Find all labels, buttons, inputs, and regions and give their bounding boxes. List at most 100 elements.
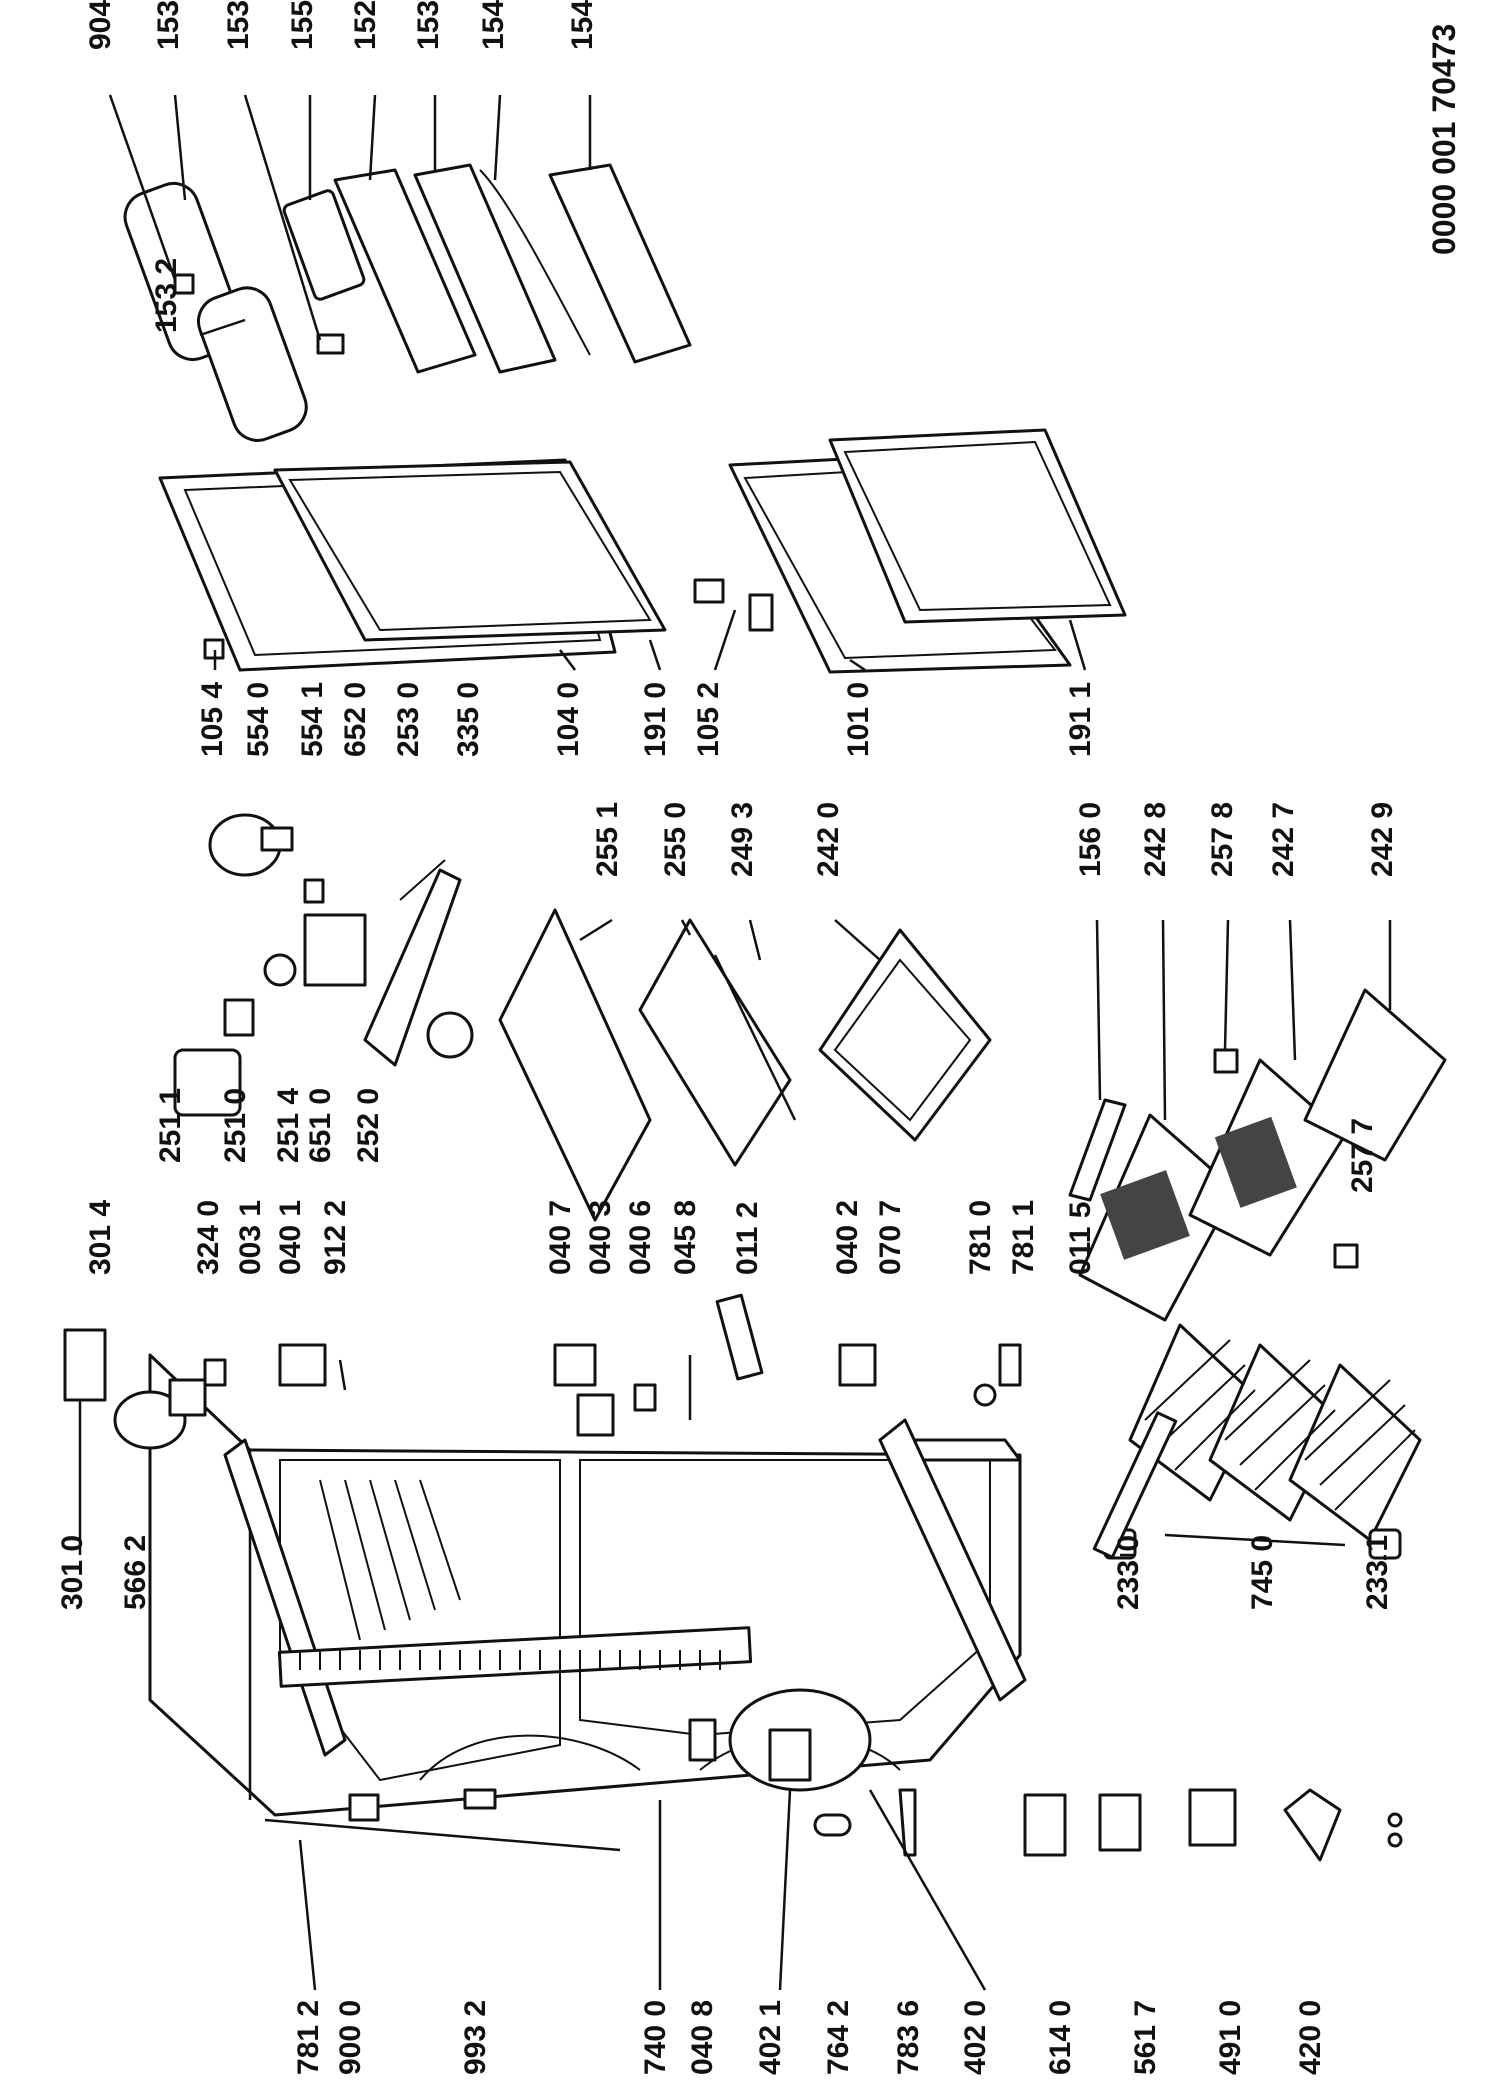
part-label: 156 0 xyxy=(1074,802,1107,877)
part-label: 242 9 xyxy=(1366,802,1399,877)
hinge-washer xyxy=(633,1383,657,1412)
foot-screw xyxy=(973,1383,997,1407)
drier-filter xyxy=(813,1813,852,1837)
part-label: 233 0 xyxy=(1112,1535,1145,1610)
part-label: 251 4 xyxy=(272,1088,305,1163)
part-label: 153 6 xyxy=(222,0,255,50)
part-label: 040 8 xyxy=(686,2000,719,2075)
part-label: 561 7 xyxy=(1129,2000,1162,2075)
part-label: 153 0 xyxy=(152,0,185,50)
hinge-pin xyxy=(748,593,774,632)
glass-shelf xyxy=(638,918,792,1167)
door-shelf-3 xyxy=(548,163,692,364)
part-label: 566 2 xyxy=(119,1535,152,1610)
part-label: 912 2 xyxy=(319,1200,352,1275)
part-label: 554 0 xyxy=(242,682,275,757)
part-label: 253 0 xyxy=(392,682,425,757)
shelf-trim xyxy=(713,954,797,1121)
part-label: 651 0 xyxy=(304,1088,337,1163)
overload-protector xyxy=(1098,1793,1142,1852)
upper-door xyxy=(158,458,667,672)
leader-lines xyxy=(78,94,1392,1991)
relay-box xyxy=(768,1728,812,1782)
door-accessories xyxy=(123,163,692,442)
freezer-baskets xyxy=(1068,988,1447,1322)
grommet-2 xyxy=(1387,1832,1403,1848)
knob-bracket xyxy=(260,826,294,852)
part-label: 251 0 xyxy=(219,1088,252,1163)
capillary-tube xyxy=(264,1818,621,1852)
inner-contour xyxy=(419,1734,641,1781)
switch-cap xyxy=(203,1358,227,1387)
wire-shelves xyxy=(1103,1323,1422,1560)
part-label: 191 0 xyxy=(639,682,672,757)
lower-door xyxy=(693,428,1127,674)
thermostat xyxy=(303,913,367,987)
basket-clip-lower xyxy=(1333,1243,1359,1269)
part-label: 783 6 xyxy=(892,2000,925,2075)
part-label: 301 4 xyxy=(84,1200,117,1275)
middle-hinge xyxy=(553,1293,764,1437)
capacitor xyxy=(1283,1788,1342,1862)
part-label: 993 2 xyxy=(459,2000,492,2075)
hinge-bottom xyxy=(838,1343,877,1387)
control-housing xyxy=(363,868,462,1067)
part-label: 257 8 xyxy=(1206,802,1239,877)
freezer-grille xyxy=(1068,1098,1127,1202)
part-label: 070 7 xyxy=(874,1200,907,1275)
part-label: 402 0 xyxy=(959,2000,992,2075)
light-cover xyxy=(173,1048,242,1117)
relay-cover xyxy=(1188,1788,1237,1847)
drain-hose xyxy=(898,1788,917,1857)
drawing-number: 0000 001 70473 xyxy=(1426,24,1462,255)
part-label: 764 2 xyxy=(822,2000,855,2075)
switch-housing xyxy=(168,1378,207,1417)
part-label: 781 2 xyxy=(292,2000,325,2075)
part-label: 242 7 xyxy=(1267,802,1300,877)
crisper xyxy=(818,928,992,1142)
shelf-rail xyxy=(1164,1533,1346,1547)
part-label: 040 3 xyxy=(584,1200,617,1275)
crisper-drawer xyxy=(818,928,992,1142)
part-label: 402 1 xyxy=(754,2000,787,2075)
freezer-basket-bottom xyxy=(1303,988,1447,1162)
start-relay xyxy=(1023,1793,1067,1857)
condenser-fins xyxy=(299,1650,721,1670)
hinge-plate xyxy=(576,1393,615,1437)
part-label: 904 0 xyxy=(84,0,117,50)
bottle-rail xyxy=(479,169,591,356)
lower-gasket-inner xyxy=(843,440,1112,612)
part-label: 900 0 xyxy=(334,2000,367,2075)
compressor-area xyxy=(264,1626,1403,1862)
shelf-frame xyxy=(498,908,652,1222)
light-diffuser xyxy=(113,1390,187,1450)
part-label: 153 2 xyxy=(150,258,183,333)
part-label: 153 3 xyxy=(412,0,445,50)
part-label: 040 2 xyxy=(831,1200,864,1275)
light-switch xyxy=(63,1328,107,1402)
thermostat-sensor xyxy=(463,1788,497,1810)
hinge-top xyxy=(278,1343,327,1387)
fridge-shelves xyxy=(498,908,797,1222)
crisper-inner xyxy=(833,958,972,1122)
basket-clip-upper xyxy=(1213,1048,1239,1074)
ventilation-strip xyxy=(1092,1411,1178,1559)
lamp-socket xyxy=(223,998,255,1037)
upper-gasket-inner xyxy=(288,470,652,632)
control-dial xyxy=(426,1011,474,1059)
part-label: 301 0 xyxy=(56,1535,89,1610)
part-label: 040 1 xyxy=(274,1200,307,1275)
door-shelf-2 xyxy=(413,163,557,374)
part-label: 324 0 xyxy=(192,1200,225,1275)
wire-grid xyxy=(1144,1339,1416,1511)
part-label: 104 0 xyxy=(552,682,585,757)
part-label: 155 0 xyxy=(286,0,319,50)
part-label: 011 5 xyxy=(1064,1202,1097,1275)
part-label: 242 0 xyxy=(812,802,845,877)
clip-bracket xyxy=(348,1793,380,1822)
part-label: 105 4 xyxy=(196,682,229,757)
grommet-1 xyxy=(1387,1812,1403,1828)
egg-tray xyxy=(282,189,366,301)
part-label: 242 8 xyxy=(1139,802,1172,877)
